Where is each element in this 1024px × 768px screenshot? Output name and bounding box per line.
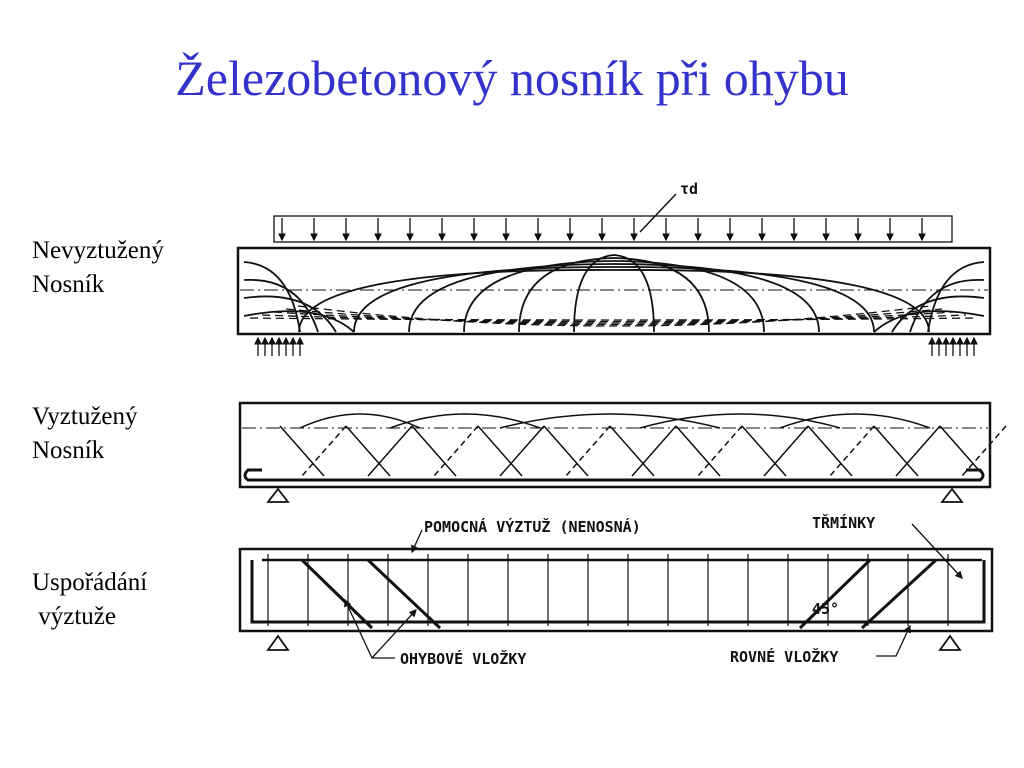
diagonal-crack xyxy=(741,425,787,477)
diagonal-crack xyxy=(301,425,347,477)
row-label-line2: výztuže xyxy=(32,603,116,630)
tension-trajectory xyxy=(518,257,710,333)
leader-auxiliary xyxy=(411,529,423,554)
end-trajectory xyxy=(873,310,985,333)
diagonal-crack xyxy=(829,425,875,477)
stress-trajectories xyxy=(243,254,985,333)
bent-bar xyxy=(300,558,374,630)
end-trajectory xyxy=(243,261,301,333)
leader-stirrups xyxy=(911,523,963,579)
leader-bent-bars xyxy=(371,609,417,659)
tension-trajectory xyxy=(463,260,765,333)
compression-trajectory xyxy=(297,305,931,327)
tension-trajectory xyxy=(408,263,820,333)
diagonal-crack xyxy=(631,425,677,477)
reinforced-beam xyxy=(238,401,1007,503)
tension-trajectory xyxy=(298,269,930,333)
row-label-line2: Nosník xyxy=(32,271,105,298)
unreinforced-beam xyxy=(236,193,992,356)
diagonal-crack xyxy=(939,425,985,477)
support-right xyxy=(938,634,962,651)
end-trajectory xyxy=(243,279,319,333)
tension-trajectory xyxy=(573,254,655,333)
end-trajectory xyxy=(909,279,985,333)
row-label-line1: Vyztužený xyxy=(32,403,138,430)
compression-trajectory xyxy=(261,314,967,323)
support-left xyxy=(266,487,290,503)
page-title: Železobetonový nosník při ohybu xyxy=(175,50,849,106)
straight-bars-label: ROVNÉ VLOŽKY xyxy=(730,647,838,666)
beam-outline xyxy=(238,547,994,633)
diagonal-crack xyxy=(411,425,457,477)
diagonal-crack xyxy=(433,425,479,477)
row-label-line1: Uspořádání xyxy=(32,569,148,596)
diagonal-crack xyxy=(609,425,655,477)
compression-arc xyxy=(779,413,931,429)
diagonal-crack xyxy=(477,425,523,477)
diagonal-crack xyxy=(565,425,611,477)
tension-trajectory xyxy=(353,266,875,333)
diagonal-crack xyxy=(543,425,589,477)
compression-trajectory xyxy=(249,317,979,321)
crack-pattern xyxy=(279,413,1007,477)
compression-trajectory xyxy=(273,311,955,324)
stirrups-label: TŘMÍNKY xyxy=(812,513,875,532)
diagonal-crack xyxy=(807,425,853,477)
compression-trajectory xyxy=(285,308,943,326)
row-label-line2: Nosník xyxy=(32,437,105,464)
compression-arc xyxy=(639,413,841,429)
diagonal-crack xyxy=(697,425,743,477)
end-trajectory xyxy=(927,261,985,333)
support-left xyxy=(266,634,290,651)
diagonal-crack xyxy=(345,425,391,477)
straight-bar xyxy=(250,560,986,624)
diagonal-crack xyxy=(279,425,325,477)
diagonal-crack xyxy=(675,425,721,477)
load-label: τd xyxy=(680,180,698,198)
reinforcement-arrangement xyxy=(238,523,994,659)
diagonal-crack xyxy=(499,425,545,477)
beam-outline xyxy=(236,246,992,336)
bent-bar xyxy=(798,558,872,630)
stirrup-set xyxy=(267,554,949,626)
support-right xyxy=(940,487,964,503)
diagonal-crack xyxy=(895,425,941,477)
compression-arc xyxy=(299,413,421,429)
end-trajectory xyxy=(891,295,985,333)
angle-label: 45° xyxy=(812,600,839,618)
compression-arc xyxy=(499,413,721,429)
support-reactions xyxy=(254,336,978,356)
load-leader xyxy=(639,193,677,233)
end-trajectory xyxy=(243,310,355,333)
leader-straight-bars xyxy=(876,624,911,657)
auxiliary-reinforcement-label: POMOCNÁ VÝZTUŽ (NENOSNÁ) xyxy=(424,517,641,536)
load-block xyxy=(273,215,953,243)
bent-bar xyxy=(860,558,938,630)
diagonal-crack xyxy=(873,425,919,477)
end-trajectory xyxy=(243,295,337,333)
distributed-load xyxy=(273,215,953,243)
main-reinforcement-bar xyxy=(243,468,985,482)
bent-bar xyxy=(366,558,442,630)
diagonal-crack xyxy=(367,425,413,477)
diagonal-crack xyxy=(763,425,809,477)
row-label-arrangement: Uspořádání výztuže xyxy=(32,566,147,634)
bent-bars-label: OHYBOVÉ VLOŽKY xyxy=(400,649,526,668)
row-label-line1: Nevyztužený xyxy=(32,237,164,264)
diagonal-crack xyxy=(961,425,1007,477)
